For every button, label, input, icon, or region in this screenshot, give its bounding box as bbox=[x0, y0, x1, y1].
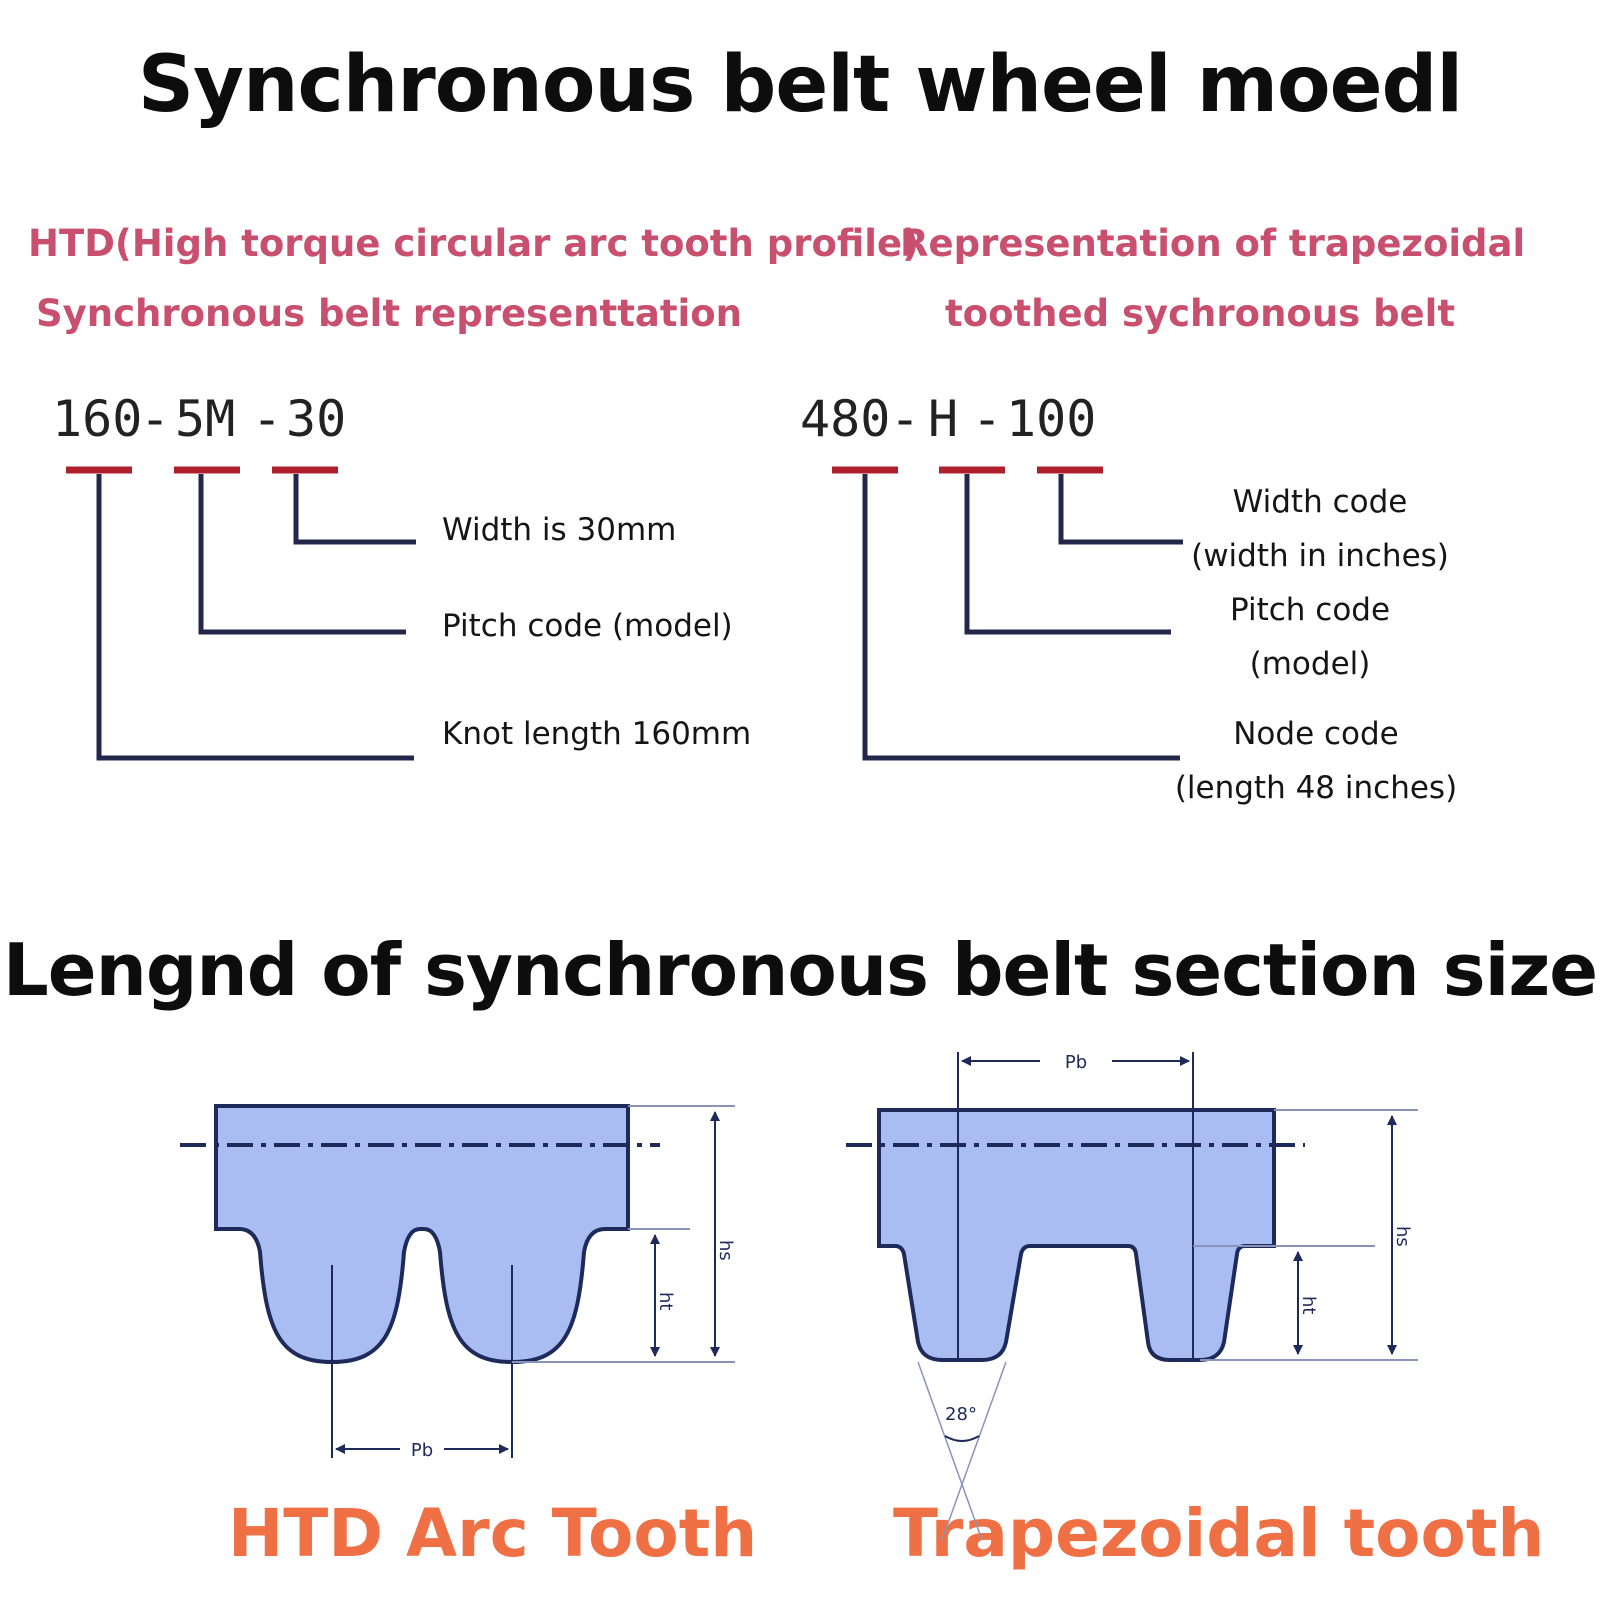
htd-leader-length bbox=[96, 474, 414, 761]
section-title: Lengnd of synchronous belt section size bbox=[2, 928, 1598, 1012]
trap-node-label-1: Node code bbox=[1233, 716, 1399, 752]
main-title: Synchronous belt wheel moedl bbox=[137, 40, 1463, 130]
htd-code-dash-2: - bbox=[252, 390, 283, 448]
trap-angle-flank-right bbox=[941, 1361, 1007, 1541]
htd-length-label: Knot length 160mm bbox=[442, 716, 752, 752]
htd-pb-label: Pb bbox=[411, 1440, 433, 1461]
trap-code-length: 480 bbox=[800, 390, 891, 448]
trap-pb-label: Pb bbox=[1065, 1052, 1087, 1073]
trap-ht-label: ht bbox=[1298, 1296, 1319, 1314]
trap-code-dash-2: - bbox=[972, 390, 1003, 448]
trap-width-label-1: Width code bbox=[1232, 484, 1408, 520]
trap-heading-line2: toothed sychronous belt bbox=[944, 292, 1456, 335]
trap-node-label-2: (length 48 inches) bbox=[1174, 770, 1458, 806]
trap-angle-arc bbox=[944, 1435, 980, 1442]
htd-code-length: 160 bbox=[52, 390, 143, 448]
htd-heading-line1: HTD(High torque circular arc tooth profi… bbox=[28, 222, 919, 265]
htd-pitch-label: Pitch code (model) bbox=[442, 608, 733, 644]
trap-leader-lines bbox=[862, 474, 1183, 761]
trap-belt-profile bbox=[877, 1108, 1276, 1362]
trap-pitch-label-2: (model) bbox=[1249, 646, 1371, 682]
htd-belt-section: Pb hs ht bbox=[180, 1104, 736, 1461]
htd-code-width: 30 bbox=[286, 390, 347, 448]
htd-width-label: Width is 30mm bbox=[442, 512, 677, 548]
htd-ht-label: ht bbox=[655, 1292, 676, 1310]
trap-belt-section: Pb hs ht 28° bbox=[846, 1052, 1418, 1541]
htd-leader-pitch bbox=[198, 474, 406, 635]
trap-angle-label: 28° bbox=[945, 1404, 977, 1425]
trap-leader-node bbox=[862, 474, 1180, 761]
trapezoidal-tooth-label: Trapezoidal tooth bbox=[893, 1495, 1545, 1572]
htd-arc-tooth-label: HTD Arc Tooth bbox=[228, 1495, 758, 1572]
trap-hs-label: hs bbox=[1392, 1226, 1413, 1247]
trap-angle-flank-left bbox=[917, 1361, 983, 1541]
htd-hs-label: hs bbox=[715, 1240, 736, 1261]
trap-code-pitch: H bbox=[928, 390, 959, 448]
trap-leader-width bbox=[1058, 474, 1183, 545]
htd-code-pitch: 5M bbox=[175, 390, 236, 448]
trap-pitch-label-1: Pitch code bbox=[1229, 592, 1391, 628]
trap-code-dash-1: - bbox=[890, 390, 921, 448]
htd-leader-width bbox=[293, 474, 416, 545]
trap-code-width: 100 bbox=[1006, 390, 1097, 448]
trap-width-label-2: (width in inches) bbox=[1191, 538, 1449, 574]
trap-leader-pitch bbox=[964, 474, 1171, 635]
trap-heading-line1: Representation of trapezoidal bbox=[900, 222, 1526, 265]
htd-heading-line2: Synchronous belt representtation bbox=[36, 292, 742, 335]
htd-code-dash-1: - bbox=[140, 390, 171, 448]
htd-belt-profile bbox=[214, 1104, 630, 1365]
htd-leader-lines bbox=[96, 474, 416, 761]
